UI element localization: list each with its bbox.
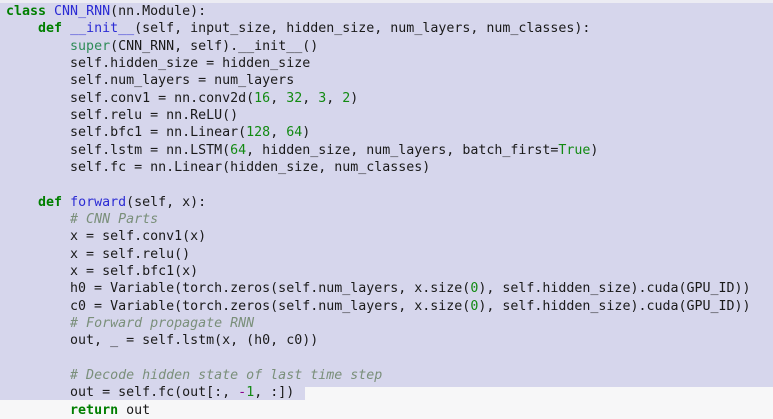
code-token-pl [6,403,70,418]
code-line: class CNN_RNN(nn.Module): [0,3,773,20]
code-token-num: 0 [470,298,479,314]
code-token-pl [6,212,70,227]
code-token-pl: , [270,90,287,106]
code-line: # Forward propagate RNN [0,315,773,332]
code-token-pl: , :]) [254,385,295,401]
code-token-pl: self.lstm = nn.LSTM( [6,142,231,158]
code-token-pl: h0 = Variable(torch.zeros(self.num_layer… [6,281,471,297]
code-line: self.num_layers = num_layers [0,72,773,89]
code-token-kw: class [6,4,47,19]
code-token-pl: , hidden_size, num_layers, batch_first= [246,142,559,158]
text-selection-highlight [0,3,773,387]
code-token-pl [62,195,70,210]
code-token-num: 16 [254,90,271,106]
code-token-cmt: # Decode hidden state of last time step [70,367,383,383]
code-token-pl: , [270,125,287,141]
code-token-num: 3 [318,90,327,106]
code-token-cmt: # CNN Parts [70,211,159,227]
code-token-pl [46,4,54,19]
code-token-pl: (nn.Module): [110,4,207,19]
code-line: self.relu = nn.ReLU() [0,107,773,124]
code-token-pl: self.conv1 = nn.conv2d( [6,90,255,106]
code-token-pl: self.relu = nn.ReLU() [6,107,239,123]
code-token-pl: x = self.bfc1(x) [6,263,199,279]
code-token-pl [6,316,70,331]
code-token-num: 0 [470,281,479,297]
code-token-pl: , [302,90,319,106]
code-line: out, _ = self.lstm(x, (h0, c0)) [0,332,773,349]
code-token-pl [62,21,70,36]
code-token-num: 1 [246,385,255,401]
code-token-pl: , [326,90,343,106]
code-token-const: True [558,142,591,158]
code-token-pl: self.fc = nn.Linear(hidden_size, num_cla… [6,159,431,175]
code-token-name: CNN_RNN [54,4,111,19]
code-line: out = self.fc(out[:, -1, :]) [0,384,773,401]
code-token-pl: x = self.conv1(x) [6,229,207,245]
code-token-pl: ) [302,125,311,141]
code-token-pl: out = self.fc(out[:, [6,385,239,401]
code-line: x = self.conv1(x) [0,228,773,245]
code-token-num: 64 [230,142,247,158]
code-token-cmt: # Forward propagate RNN [70,315,255,331]
code-token-pl: self.num_layers = num_layers [6,73,295,89]
code-token-pl: (self, x): [126,194,207,210]
code-line: x = self.relu() [0,246,773,263]
code-line [0,350,773,367]
code-token-name: __init__ [70,21,135,37]
code-line: self.bfc1 = nn.Linear(128, 64) [0,124,773,141]
code-line: x = self.bfc1(x) [0,263,773,280]
top-edge-strip [0,0,773,3]
code-token-num: 64 [286,125,303,141]
code-token-pl: x = self.relu() [6,246,191,262]
code-line: self.fc = nn.Linear(hidden_size, num_cla… [0,159,773,176]
code-token-pl: ) [590,142,599,158]
code-token-pl: (self, input_size, hidden_size, num_laye… [134,21,591,37]
code-token-num: 32 [286,90,303,106]
code-token-pl: out, _ = self.lstm(x, (h0, c0)) [6,333,319,349]
code-line: c0 = Variable(torch.zeros(self.num_layer… [0,298,773,315]
code-token-pl [6,21,38,36]
code-token-num: 2 [342,90,351,106]
code-token-pl: self.hidden_size = hidden_size [6,55,311,71]
code-line: return out [0,402,773,419]
code-line: self.lstm = nn.LSTM(64, hidden_size, num… [0,142,773,159]
code-token-pl: c0 = Variable(torch.zeros(self.num_layer… [6,298,471,314]
code-line: # Decode hidden state of last time step [0,367,773,384]
code-token-pl [6,368,70,383]
code-token-pl: ), self.hidden_size).cuda(GPU_ID)) [478,281,751,297]
code-token-pl: (CNN_RNN, self).__init__() [110,38,319,54]
code-token-pl: ) [350,90,359,106]
code-token-pl: out [118,402,151,418]
code-token-kw: def [38,21,63,37]
code-token-kw: return [70,402,119,418]
code-token-builtin: super [70,38,111,54]
code-line: # CNN Parts [0,211,773,228]
code-line: h0 = Variable(torch.zeros(self.num_layer… [0,280,773,297]
code-token-num: 128 [246,125,271,141]
code-line: def forward(self, x): [0,194,773,211]
code-token-name: forward [70,194,127,210]
code-token-pl [6,39,70,54]
code-line: self.hidden_size = hidden_size [0,55,773,72]
text-selection-highlight-last-line [0,381,305,400]
code-token-kw: def [38,194,63,210]
code-line: super(CNN_RNN, self).__init__() [0,38,773,55]
code-token-op: - [238,385,247,401]
code-line: def __init__(self, input_size, hidden_si… [0,20,773,37]
code-token-pl: self.bfc1 = nn.Linear( [6,125,247,141]
code-token-pl: ), self.hidden_size).cuda(GPU_ID)) [478,298,751,314]
code-line: self.conv1 = nn.conv2d(16, 32, 3, 2) [0,90,773,107]
code-line [0,176,773,193]
code-token-pl [6,195,38,210]
